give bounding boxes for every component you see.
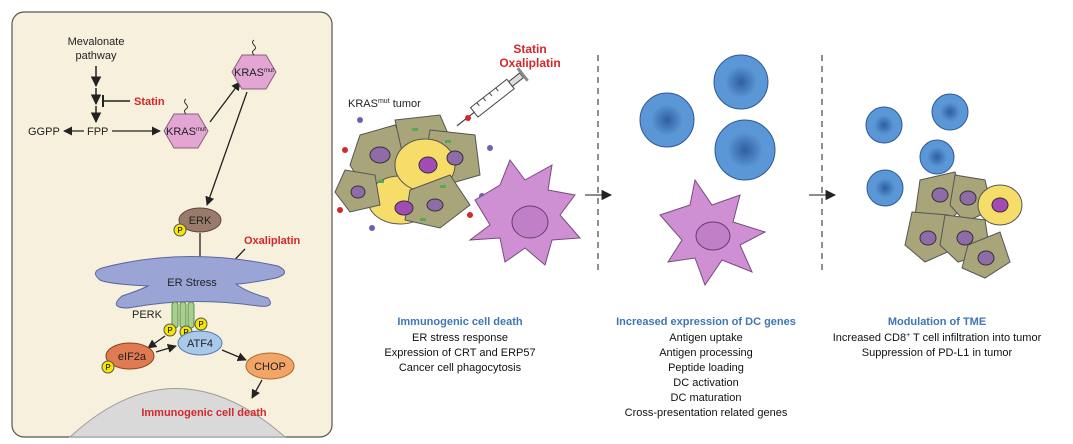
arrow-kras-membrane — [209, 81, 241, 123]
panel-2-item: Cross-presentation related genes — [625, 407, 788, 419]
drug-label-statin: Statin — [513, 42, 546, 56]
panel-1-item: ER stress response — [412, 332, 508, 344]
eif2a-node — [105, 342, 155, 370]
panel-2-item: Antigen uptake — [669, 332, 742, 344]
t-cell-nucleus — [875, 178, 895, 198]
perk-phospho-3-label: P — [198, 320, 203, 329]
erk-phospho — [173, 223, 187, 237]
er-stress-label: ER Stress — [167, 277, 217, 289]
signaling-panel: Mevalonate pathway Statin GGPP FPP KRASm… — [11, 11, 333, 438]
panel-2-title: Increased expression of DC genes — [616, 316, 796, 328]
erk-phospho-label: P — [177, 226, 182, 235]
mevalonate-label-1: Mevalonate — [68, 36, 125, 48]
dc-panel: Increased expression of DC genes Antigen… — [616, 54, 796, 419]
syringe-icon — [456, 67, 529, 127]
t-cell-nucleus — [940, 102, 960, 122]
eif2a-phospho — [101, 360, 115, 374]
ggpp-label: GGPP — [28, 126, 60, 138]
arrow-to-erk — [205, 91, 248, 206]
kras-anchor-squiggle — [184, 98, 188, 115]
chop-label: CHOP — [254, 361, 286, 373]
kras-hexagon-cytosol — [163, 113, 209, 149]
kras-label-membrane: KRASmut — [234, 67, 274, 79]
kras-hexagon-membrane — [231, 54, 277, 90]
fpp-label: FPP — [87, 126, 108, 138]
atf4-label: ATF4 — [187, 338, 213, 350]
tumor-cluster-reduced — [904, 171, 1023, 279]
perk-label: PERK — [132, 309, 163, 321]
statin-label: Statin — [134, 96, 165, 108]
perk-phospho-3 — [194, 317, 208, 331]
panel-2-item: Peptide loading — [668, 362, 744, 374]
arrow-atf4-chop — [221, 349, 247, 362]
oxaliplatin-label-left: Oxaliplatin — [244, 235, 301, 247]
er-membrane — [95, 256, 285, 309]
panel-3-title: Modulation of TME — [888, 316, 986, 328]
arrow-chop-icd — [251, 379, 263, 399]
tumor-cluster — [334, 114, 493, 231]
perk-phospho-2-label: P — [183, 328, 188, 337]
panel-2-item: DC maturation — [671, 392, 742, 404]
mevalonate-label-2: pathway — [76, 50, 117, 62]
panel-1-title: Immunogenic cell death — [397, 316, 523, 328]
tme-panel: Modulation of TME Increased CD8+ T cell … — [833, 93, 1042, 359]
perk-helix-3 — [187, 301, 195, 329]
panel-3-item: Suppression of PD-L1 in tumor — [862, 347, 1013, 359]
panel-1-item: Cancer cell phagocytosis — [399, 362, 522, 374]
icd-label-left: Immunogenic cell death — [141, 407, 267, 419]
icd-panel: Statin Oxaliplatin KRASmut tumor — [334, 42, 582, 374]
panel-1-item: Expression of CRT and ERP57 — [384, 347, 535, 359]
drug-label-oxaliplatin: Oxaliplatin — [499, 56, 560, 70]
dc-nucleus — [511, 205, 549, 239]
panel-2-item: Antigen processing — [659, 347, 753, 359]
eif2a-phospho-label: P — [105, 363, 110, 372]
t-cell-nucleus — [725, 66, 757, 98]
perk-phospho-1 — [163, 323, 177, 337]
arrow-perk-eif2a — [147, 335, 166, 349]
perk-helix-2 — [179, 301, 187, 329]
kras-label-cytosol: KRASmut — [166, 126, 206, 138]
erk-node — [178, 207, 222, 233]
chop-node — [245, 352, 295, 380]
t-cell-nucleus — [651, 104, 683, 136]
perk-phospho-1-label: P — [167, 326, 172, 335]
tumor-label: KRASmut tumor — [348, 98, 421, 110]
arrow-eif2a-atf4 — [155, 343, 177, 353]
eif2a-label: eIF2a — [118, 351, 147, 363]
perk-helix-1 — [171, 301, 179, 329]
dc-nucleus — [695, 221, 731, 251]
panel-2-item: DC activation — [673, 377, 738, 389]
nucleus — [68, 388, 287, 438]
t-cell-nucleus — [927, 147, 947, 167]
erk-label: ERK — [189, 215, 212, 227]
atf4-node — [177, 330, 223, 356]
kras-membrane-squiggle — [252, 39, 256, 56]
t-cell-nucleus — [727, 132, 763, 168]
panel-3-item: Increased CD8+ T cell infiltration into … — [833, 332, 1042, 344]
t-cell-nucleus — [874, 115, 894, 135]
